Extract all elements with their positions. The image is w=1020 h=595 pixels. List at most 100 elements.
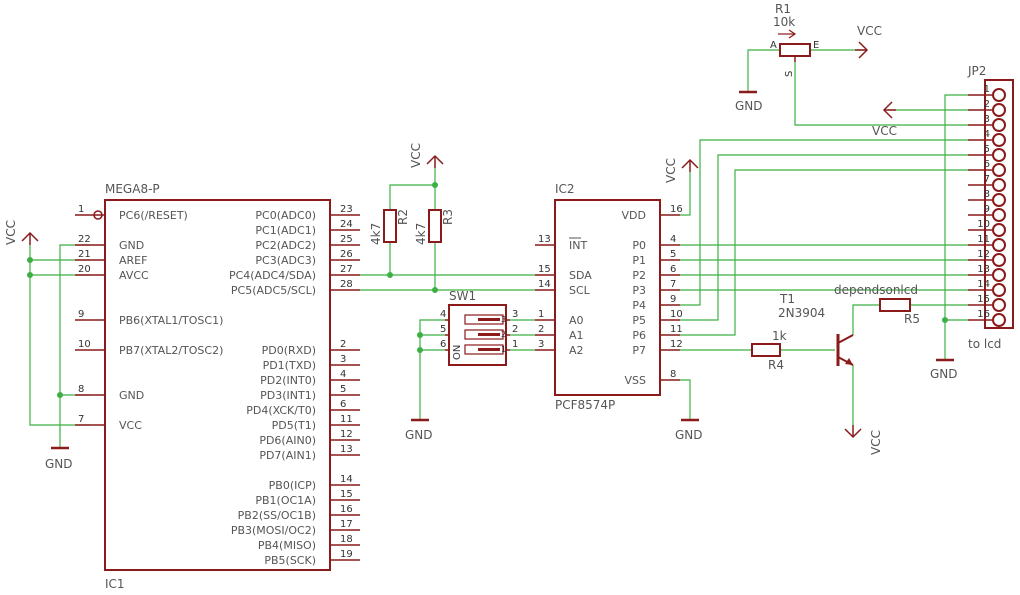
pin-number: 28 xyxy=(340,279,353,290)
junction xyxy=(57,392,63,398)
vcc-label: VCC xyxy=(857,24,882,38)
ic1-right-pins: 23PC0(ADC0)24PC1(ADC1)25PC2(ADC2)26PC3(A… xyxy=(229,204,360,567)
pin-number: 10 xyxy=(78,339,91,350)
transistor-t1: T1 2N3904 xyxy=(778,292,854,366)
sw1-lever xyxy=(464,344,504,355)
wire-p4 xyxy=(680,139,968,306)
pin-number: 27 xyxy=(340,264,353,275)
jp2-pin-socket xyxy=(992,118,1006,132)
ic2-body xyxy=(554,199,661,396)
pin-label: PC5(ADC5/SCL) xyxy=(231,284,316,297)
ic1-value: MEGA8-P xyxy=(105,182,160,196)
pin-number: 16 xyxy=(340,504,353,515)
wire-p5 xyxy=(680,154,968,321)
jp2-pin-number: 13 xyxy=(977,264,990,275)
pin-number: 11 xyxy=(670,324,683,335)
sw1-slider xyxy=(478,333,500,336)
r1-name: R1 xyxy=(775,2,791,16)
sw1-pin-num: 5 xyxy=(440,324,446,335)
wire-pullup-vcc xyxy=(389,184,435,210)
pin-label: PB2(SS/OC1B) xyxy=(238,509,316,522)
pin-label: P5 xyxy=(632,314,646,327)
pin-label: SDA xyxy=(569,269,592,282)
jp2-pin-socket xyxy=(992,223,1006,237)
vcc-label: VCC xyxy=(409,143,423,168)
pin-label: PC0(ADC0) xyxy=(255,209,316,222)
resistor-r3: 4k7 R3 xyxy=(414,209,455,245)
jp2-pin-socket xyxy=(992,133,1006,147)
gnd-symbol: GND xyxy=(930,358,958,381)
jp2-pin-number: 7 xyxy=(984,174,990,185)
vcc-symbol: VCC xyxy=(4,220,39,245)
pin-label: A2 xyxy=(569,344,584,357)
r1-wiper-arrowhead xyxy=(788,29,797,39)
pin-label: PB6(XTAL1/TOSC1) xyxy=(119,314,223,327)
sw1-slider xyxy=(478,348,500,351)
pin-number: 7 xyxy=(670,279,676,290)
jp2-body xyxy=(984,79,1014,329)
jp2-pin-number: 2 xyxy=(984,99,990,110)
gnd-label: GND xyxy=(405,428,433,442)
pin-number: 8 xyxy=(670,369,676,380)
r1-body xyxy=(779,43,811,57)
gnd-symbol: GND xyxy=(405,418,433,442)
junction xyxy=(417,332,423,338)
pin-number: 5 xyxy=(670,249,676,260)
jp2-pin-socket xyxy=(992,238,1006,252)
jp2-pin-number: 6 xyxy=(984,159,990,170)
jp2-pin-socket xyxy=(992,253,1006,267)
pin-label: PB4(MISO) xyxy=(258,539,316,552)
pin-number: 16 xyxy=(670,204,683,215)
pin-number: 3 xyxy=(340,354,346,365)
pin-label: VCC xyxy=(119,419,142,432)
vcc-symbol: VCC xyxy=(844,425,883,455)
junction xyxy=(942,317,948,323)
pin-number: 6 xyxy=(670,264,676,275)
gnd-label: GND xyxy=(675,428,703,442)
pin-number: 15 xyxy=(340,489,353,500)
pin-number: 9 xyxy=(78,309,84,320)
ic2-name: IC2 xyxy=(555,182,575,196)
jp2-pin-socket xyxy=(992,88,1006,102)
t1-value: 2N3904 xyxy=(778,306,825,320)
r5-body xyxy=(879,298,911,312)
pin-number: 2 xyxy=(538,324,544,335)
jp2-pin-number: 11 xyxy=(977,234,990,245)
wire-r1-gnd xyxy=(747,49,780,92)
pin-label: P6 xyxy=(632,329,646,342)
sw1-pin-num: 1 xyxy=(512,339,518,350)
pin-label: P0 xyxy=(632,239,646,252)
gnd-symbol: GND xyxy=(735,90,763,113)
resistor-r4: 1k R4 xyxy=(751,329,787,372)
jp2-pin-number: 15 xyxy=(977,294,990,305)
junction xyxy=(27,257,33,263)
r3-name: R3 xyxy=(441,209,455,225)
pin-number: 6 xyxy=(340,399,346,410)
pin-label: GND xyxy=(119,239,144,252)
vcc-symbol: VCC xyxy=(872,101,897,138)
pin-label: PB3(MOSI/OC2) xyxy=(231,524,316,537)
jp2-pin-socket xyxy=(992,148,1006,162)
reset-inversion-bubble xyxy=(93,210,103,220)
pin-label: PD4(XCK/T0) xyxy=(246,404,316,417)
wires xyxy=(27,49,968,448)
ic1-name: IC1 xyxy=(105,577,125,591)
pin-label: PC4(ADC4/SDA) xyxy=(229,269,316,282)
pin-label: PB5(SCK) xyxy=(264,554,316,567)
pin-number: 8 xyxy=(78,384,84,395)
jp2-pin-socket xyxy=(992,268,1006,282)
r1-pin-a: A xyxy=(770,40,777,51)
resistor-r5: dependsonlcd R5 xyxy=(834,283,920,326)
pin-label: PD1(TXD) xyxy=(263,359,316,372)
sw1-lever xyxy=(464,314,504,325)
jp2-name: JP2 xyxy=(967,64,986,78)
pin-label: AVCC xyxy=(119,269,149,282)
pin-number: 22 xyxy=(78,234,91,245)
pin-label: PB0(ICP) xyxy=(269,479,316,492)
jp2-pin-number: 3 xyxy=(984,114,990,125)
pin-number: 23 xyxy=(340,204,353,215)
t1-collector-leg xyxy=(837,334,854,344)
pin-number: 7 xyxy=(78,414,84,425)
